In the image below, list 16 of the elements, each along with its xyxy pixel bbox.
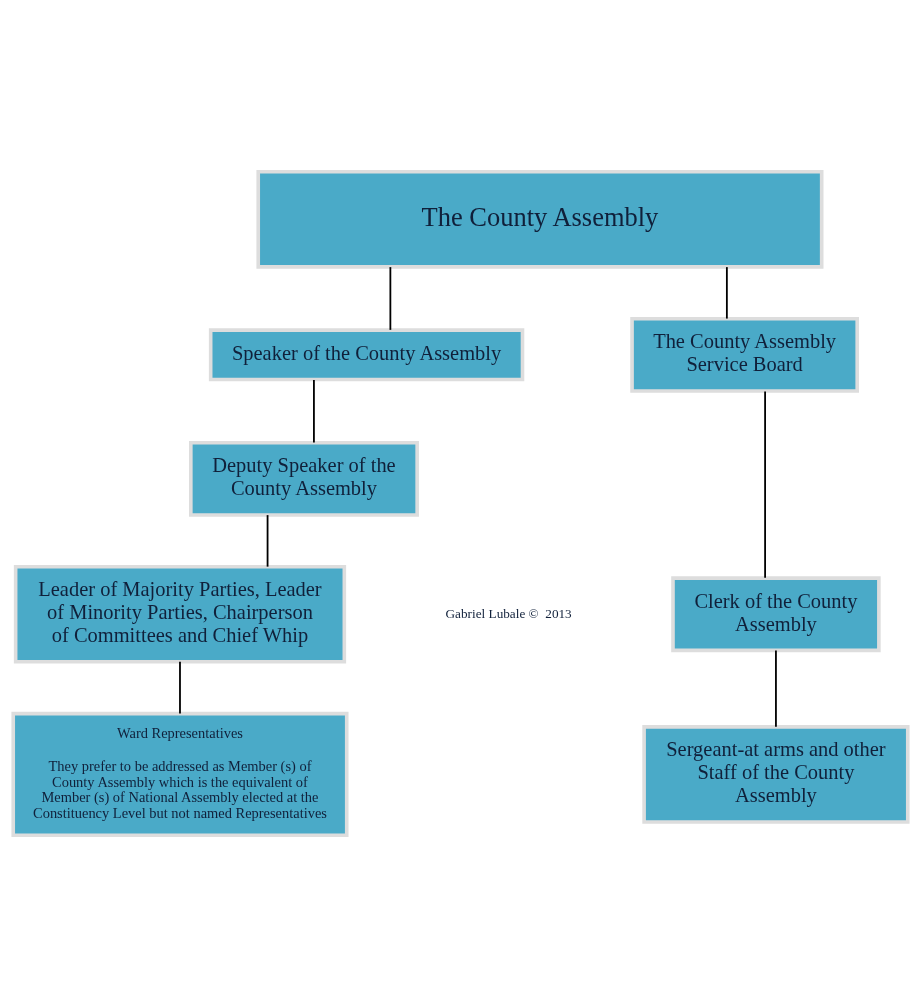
node-box: Clerk of the County Assembly <box>671 576 881 653</box>
node-box: The County Assembly <box>256 170 824 269</box>
node-box: Speaker of the County Assembly <box>208 328 525 382</box>
connector <box>725 266 728 320</box>
connector <box>775 649 777 728</box>
connector <box>266 514 269 568</box>
connector <box>764 390 766 579</box>
node-box: Deputy Speaker of the County Assembly <box>189 440 419 517</box>
label: Gabriel Lubale © 2013 <box>445 605 572 621</box>
node-box: Ward Representatives They prefer to be addressed as Member (s) of County Assembly which is the equivalent of Member (s) of National Assembly elected at the Constituency Level but not named Representatives <box>11 711 349 837</box>
node-box: Sergeant-at arms and other Staff of the County Assembly <box>642 725 910 824</box>
node-box: Leader of Majority Parties, Leader of Minority Parties, Chairperson of Committees and Chief Whip <box>13 564 347 664</box>
connector <box>179 660 181 715</box>
node-box: The County Assembly Service Board <box>630 316 859 393</box>
connector <box>313 379 315 444</box>
connector <box>389 266 392 331</box>
